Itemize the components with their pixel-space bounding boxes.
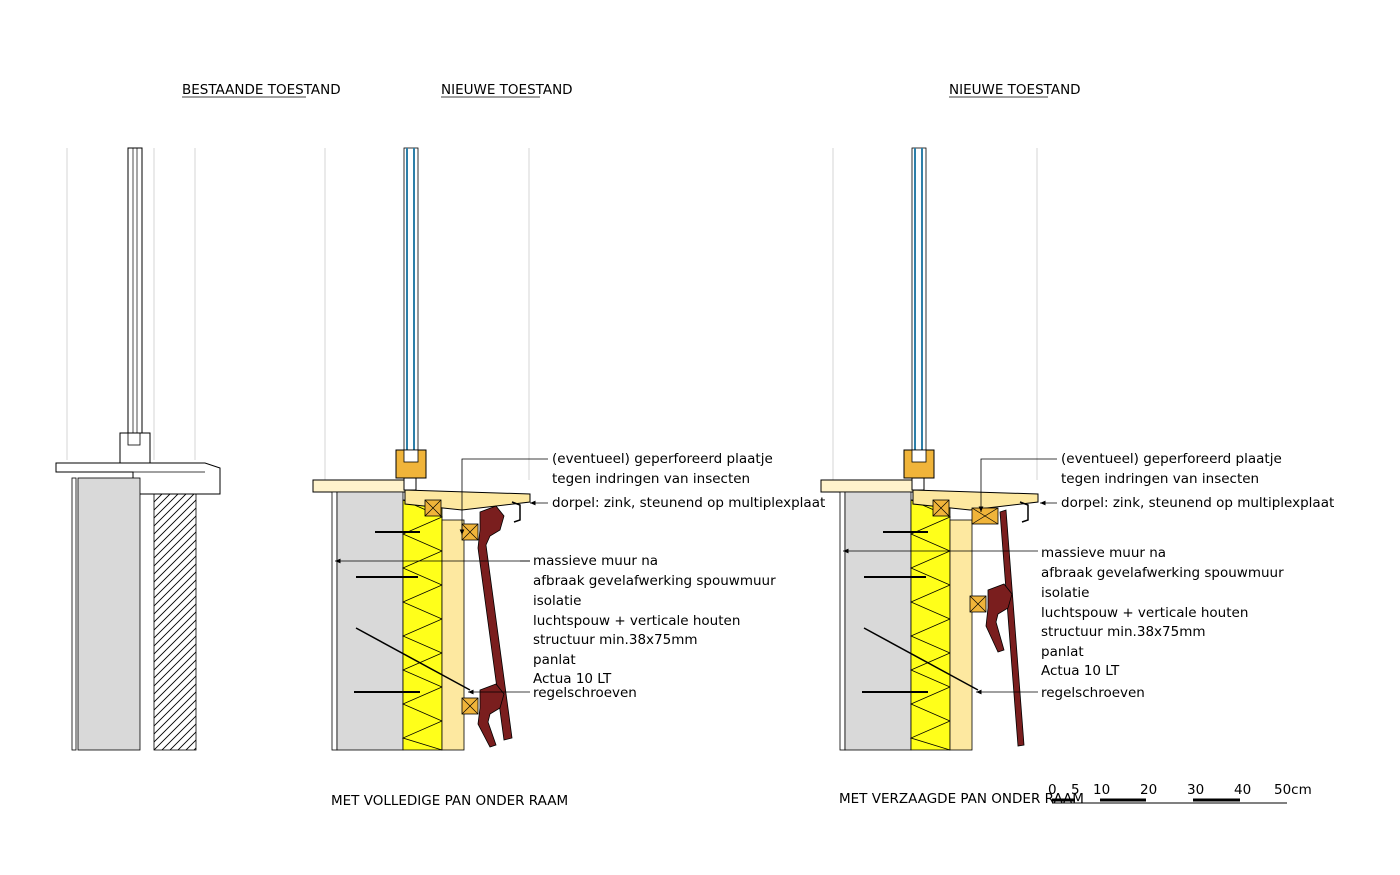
label-massive-wall-1: massieve muur na xyxy=(533,553,658,569)
scale-tick-20: 20 xyxy=(1140,782,1157,798)
scale-tick-50cm: 50cm xyxy=(1274,782,1312,798)
label-airgap-1: luchtspouw + verticale houten xyxy=(533,613,740,629)
existing-section xyxy=(55,147,221,751)
scale-tick-10: 10 xyxy=(1093,782,1110,798)
label-screws: regelschroeven xyxy=(533,685,637,701)
title-new-right: NIEUWE TOESTAND xyxy=(949,82,1081,98)
timber-battens xyxy=(441,519,465,751)
label-massive-wall-2-right: afbraak gevelafwerking spouwmuur xyxy=(1041,565,1284,581)
new-section-cut-tile xyxy=(820,147,1039,751)
existing-inner-wall xyxy=(77,477,141,751)
existing-outer-brick xyxy=(153,493,197,751)
caption-left: MET VOLLEDIGE PAN ONDER RAAM xyxy=(331,793,568,809)
label-screws-right: regelschroeven xyxy=(1041,685,1145,701)
label-airgap-1-right: luchtspouw + verticale houten xyxy=(1041,605,1248,621)
label-plate-2-right: tegen indringen van insecten xyxy=(1061,471,1259,487)
roof-tile-upper xyxy=(477,505,513,741)
label-dorpel: dorpel: zink, steunend op multiplexplaat xyxy=(552,495,825,511)
scale-tick-5: 5 xyxy=(1071,782,1080,798)
roof-tile-lower xyxy=(477,683,505,748)
label-insulation: isolatie xyxy=(533,593,581,609)
new-section-full-tile xyxy=(312,147,531,751)
scale-tick-30: 30 xyxy=(1187,782,1204,798)
label-massive-wall-2: afbraak gevelafwerking spouwmuur xyxy=(533,573,776,589)
label-airgap-2: structuur min.38x75mm xyxy=(533,632,698,648)
leaders-right xyxy=(843,458,1057,695)
caption-right: MET VERZAAGDE PAN ONDER RAAM xyxy=(839,791,1084,807)
annotations-left: (eventueel) geperforeerd plaatje tegen i… xyxy=(533,451,825,701)
scale-tick-0: 0 xyxy=(1048,782,1057,798)
label-actua-right: Actua 10 LT xyxy=(1041,663,1120,679)
title-new-left: NIEUWE TOESTAND xyxy=(441,82,573,98)
label-airgap-2-right: structuur min.38x75mm xyxy=(1041,624,1206,640)
label-panlat: panlat xyxy=(533,652,576,668)
roof-tile-cut xyxy=(985,583,1013,653)
scale-tick-40: 40 xyxy=(1234,782,1251,798)
label-plate-2: tegen indringen van insecten xyxy=(552,471,750,487)
label-plate-1-right: (eventueel) geperforeerd plaatje xyxy=(1061,451,1282,467)
label-panlat-right: panlat xyxy=(1041,644,1084,660)
leaders-left xyxy=(335,458,548,695)
label-plate-1: (eventueel) geperforeerd plaatje xyxy=(552,451,773,467)
label-actua: Actua 10 LT xyxy=(533,671,612,687)
annotations-right: (eventueel) geperforeerd plaatje tegen i… xyxy=(1041,451,1334,701)
label-massive-wall-1-right: massieve muur na xyxy=(1041,545,1166,561)
title-existing: BESTAANDE TOESTAND xyxy=(182,82,341,98)
scale-bar: 0 5 10 20 30 40 50cm xyxy=(1048,782,1312,804)
label-insulation-right: isolatie xyxy=(1041,585,1089,601)
label-dorpel-right: dorpel: zink, steunend op multiplexplaat xyxy=(1061,495,1334,511)
insulation-layer xyxy=(402,499,443,751)
